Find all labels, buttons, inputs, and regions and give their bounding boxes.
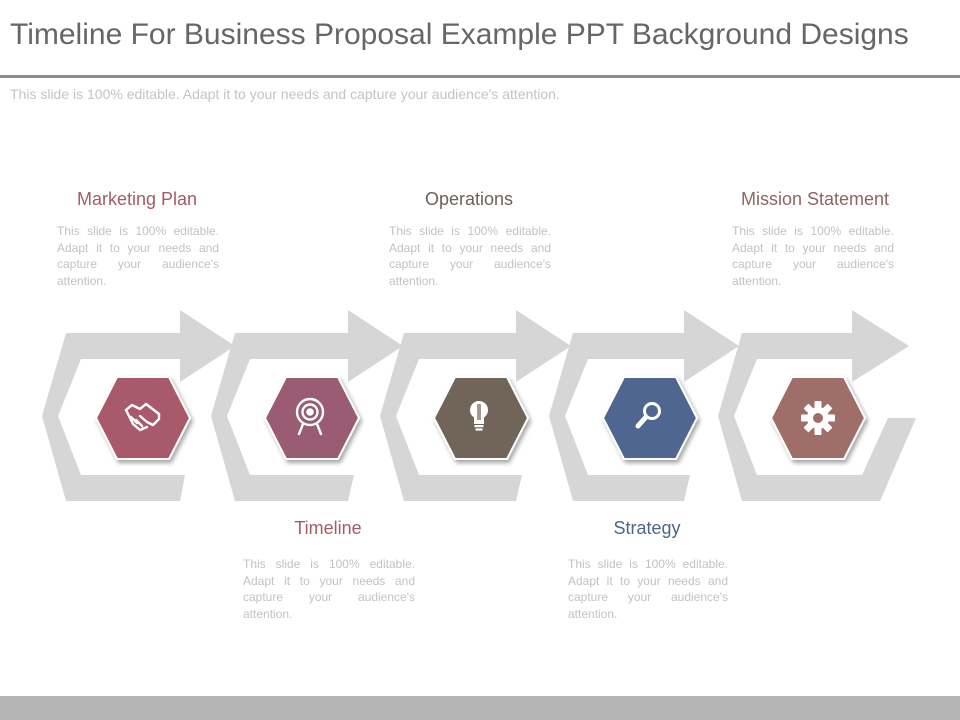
chevron-arrow-4	[549, 310, 739, 501]
step-text-mission-statement: This slide is 100% editable. Adapt it to…	[732, 224, 894, 288]
chevron-arrow-1	[42, 310, 235, 501]
slide-title: Timeline For Business Proposal Example P…	[10, 18, 909, 51]
gear-icon	[801, 401, 835, 435]
slide-subtitle: This slide is 100% editable. Adapt it to…	[10, 86, 560, 102]
step-text-timeline: This slide is 100% editable. Adapt it to…	[243, 557, 415, 621]
footer-bar	[0, 696, 960, 720]
step-text-strategy: This slide is 100% editable. Adapt it to…	[568, 557, 728, 621]
chevron-arrow-5	[718, 310, 916, 501]
step-heading-timeline: Timeline	[294, 518, 362, 538]
step-text-operations: This slide is 100% editable. Adapt it to…	[389, 224, 551, 288]
handshake-icon	[124, 402, 161, 432]
step-heading-marketing-plan: Marketing Plan	[76, 189, 198, 209]
magnifier-icon	[635, 402, 661, 429]
title-divider	[0, 75, 960, 78]
step-heading-mission-statement: Mission Statement	[740, 189, 890, 209]
step-text-marketing-plan: This slide is 100% editable. Adapt it to…	[57, 224, 219, 288]
chevron-arrow-2	[211, 310, 403, 501]
step-heading-operations: Operations	[424, 189, 514, 209]
target-icon	[295, 397, 325, 436]
chevron-arrow-3	[380, 310, 571, 501]
lightbulb-icon	[470, 401, 488, 431]
step-heading-strategy: Strategy	[613, 518, 681, 538]
timeline-chain	[42, 310, 916, 501]
